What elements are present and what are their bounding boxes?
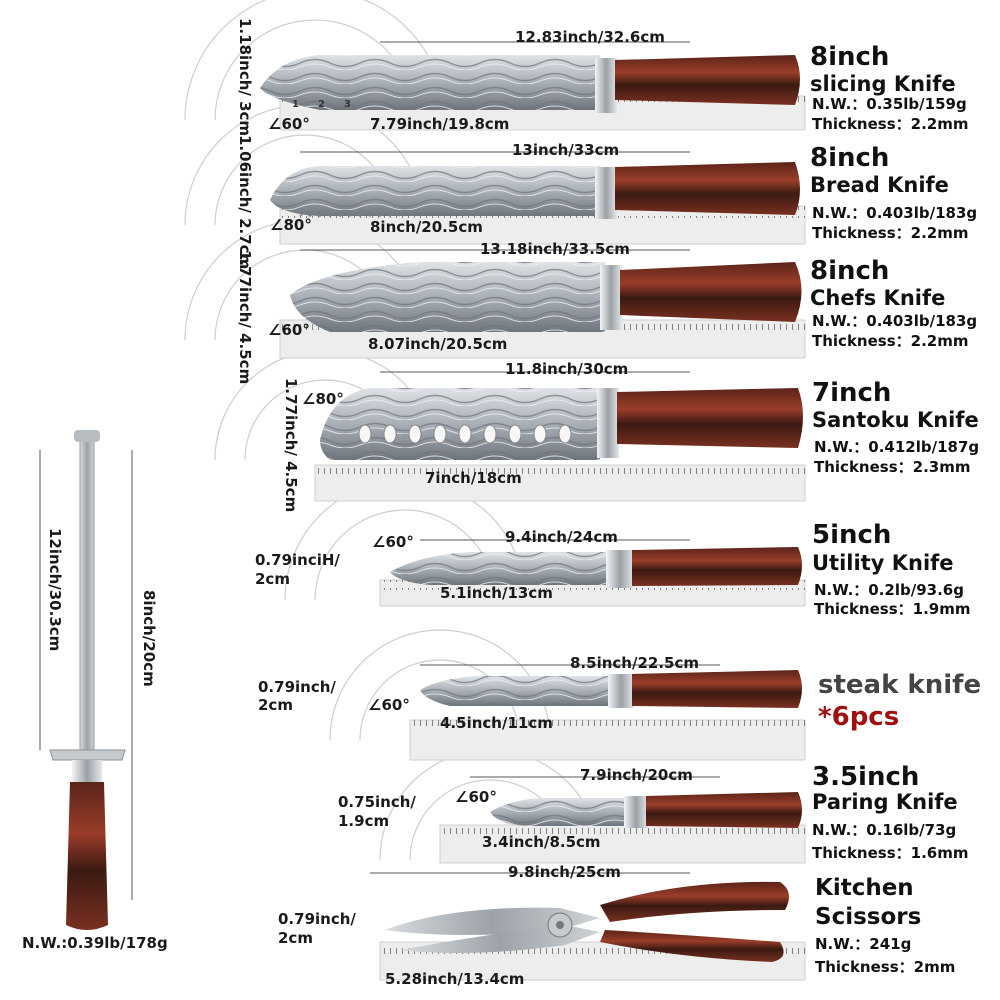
knife-5-blade-width-cm: 2cm	[255, 570, 290, 588]
knife-2-total-length: 13inch/33cm	[512, 141, 620, 159]
scissors-weight: N.W.：241g	[815, 935, 912, 953]
knife-4-size: 7inch	[812, 378, 892, 408]
knife-3-weight: N.W.：0.403lb/183g	[812, 312, 978, 330]
knife-4-total-length: 11.8inch/30cm	[505, 360, 629, 378]
ruler-1-number-3: 3	[344, 99, 351, 110]
scissors-width-cm: 2cm	[278, 929, 313, 947]
knife-5-blade-length: 5.1inch/13cm	[440, 584, 553, 602]
knife-2-thickness: Thickness：2.2mm	[812, 224, 969, 242]
knife-1-size: 8inch	[810, 42, 890, 72]
knife-4-weight: N.W.：0.412lb/187g	[814, 438, 980, 456]
sharpener-rod-length: 8inch/20cm	[140, 590, 158, 687]
knife-1-blade-length: 7.79inch/19.8cm	[370, 115, 510, 133]
knife-6-angle: ∠60°	[368, 696, 410, 714]
knife-3-name: Chefs Knife	[810, 286, 946, 310]
knife-2-angle: ∠80°	[270, 216, 312, 234]
knife-7-weight: N.W.：0.16lb/73g	[812, 821, 957, 839]
knife-7-thickness: Thickness：1.6mm	[812, 844, 969, 862]
knife-1-blade-width: 1.18inch/ 3cm	[236, 18, 254, 137]
scissors-name-line-1: Kitchen	[815, 875, 914, 901]
knife-3-angle: ∠60°	[268, 321, 310, 339]
knife-3-thickness: Thickness：2.2mm	[812, 332, 969, 350]
knife-5-total-length: 9.4inch/24cm	[505, 528, 618, 546]
scissors-name-line-2: Scissors	[815, 904, 922, 930]
steak-knife-count: *6pcs	[818, 702, 900, 732]
sharpener-total-length: 12inch/30.3cm	[46, 528, 64, 652]
ruler-1-number-1: 1	[292, 99, 299, 110]
scissors-width-inch: 0.79inch/	[278, 910, 356, 928]
knife-5-angle: ∠60°	[372, 533, 414, 551]
knife-2-size: 8inch	[810, 143, 890, 173]
knife-4-blade-width: 1.77inch/ 4.5cm	[282, 378, 300, 513]
knife-7-total-length: 7.9inch/20cm	[580, 766, 693, 784]
ruler-1-number-2: 2	[318, 99, 325, 110]
knife-1-name: slicing Knife	[810, 72, 956, 96]
knife-1-weight: N.W.：0.35lb/159g	[812, 95, 967, 113]
scissors-thickness: Thickness：2mm	[815, 958, 956, 976]
knife-6-blade-width-cm: 2cm	[258, 696, 293, 714]
steak-knife-name: steak knife	[818, 670, 982, 700]
knife-5-weight: N.W.：0.2lb/93.6g	[814, 581, 964, 599]
knife-7-name: Paring Knife	[812, 790, 958, 814]
knife-5-size: 5inch	[812, 520, 892, 550]
knife-3-total-length: 13.18inch/33.5cm	[480, 240, 630, 258]
knife-5-blade-width-inch: 0.79inciH/	[255, 551, 340, 569]
knife-6-blade-width-inch: 0.79inch/	[258, 678, 336, 696]
knife-2-weight: N.W.：0.403lb/183g	[812, 204, 978, 222]
knife-7-blade-width-cm: 1.9cm	[338, 812, 390, 830]
knife-3-blade-width: 1.77inch/ 4.5cm	[236, 250, 254, 385]
knife-7-angle: ∠60°	[455, 788, 497, 806]
scissors-blade-length: 5.28inch/13.4cm	[385, 970, 525, 988]
knife-1-angle: ∠60°	[268, 115, 310, 133]
knife-4-name: Santoku Knife	[812, 408, 979, 432]
knife-5-name: Utility Knife	[812, 551, 954, 575]
sharpener-weight: N.W.:0.39lb/178g	[22, 934, 168, 952]
knife-4-blade-length: 7inch/18cm	[425, 469, 522, 487]
knife-1-total-length: 12.83inch/32.6cm	[515, 28, 665, 46]
knife-7-blade-length: 3.4inch/8.5cm	[482, 833, 601, 851]
scissors-total-length: 9.8inch/25cm	[508, 863, 621, 881]
knife-4-angle: ∠80°	[302, 390, 344, 408]
knife-2-blade-length: 8inch/20.5cm	[370, 218, 483, 236]
knife-7-size: 3.5inch	[812, 762, 920, 792]
knife-6-total-length: 8.5inch/22.5cm	[570, 654, 699, 672]
knife-3-blade-length: 8.07inch/20.5cm	[368, 335, 508, 353]
knife-3-size: 8inch	[810, 256, 890, 286]
knife-4-thickness: Thickness：2.3mm	[814, 458, 971, 476]
knife-1-thickness: Thickness：2.2mm	[812, 115, 969, 133]
knife-5-thickness: Thickness：1.9mm	[814, 600, 971, 618]
knife-2-name: Bread Knife	[810, 173, 949, 197]
knife-6-blade-length: 4.5inch/11cm	[440, 714, 553, 732]
knife-7-blade-width-inch: 0.75inch/	[338, 793, 416, 811]
